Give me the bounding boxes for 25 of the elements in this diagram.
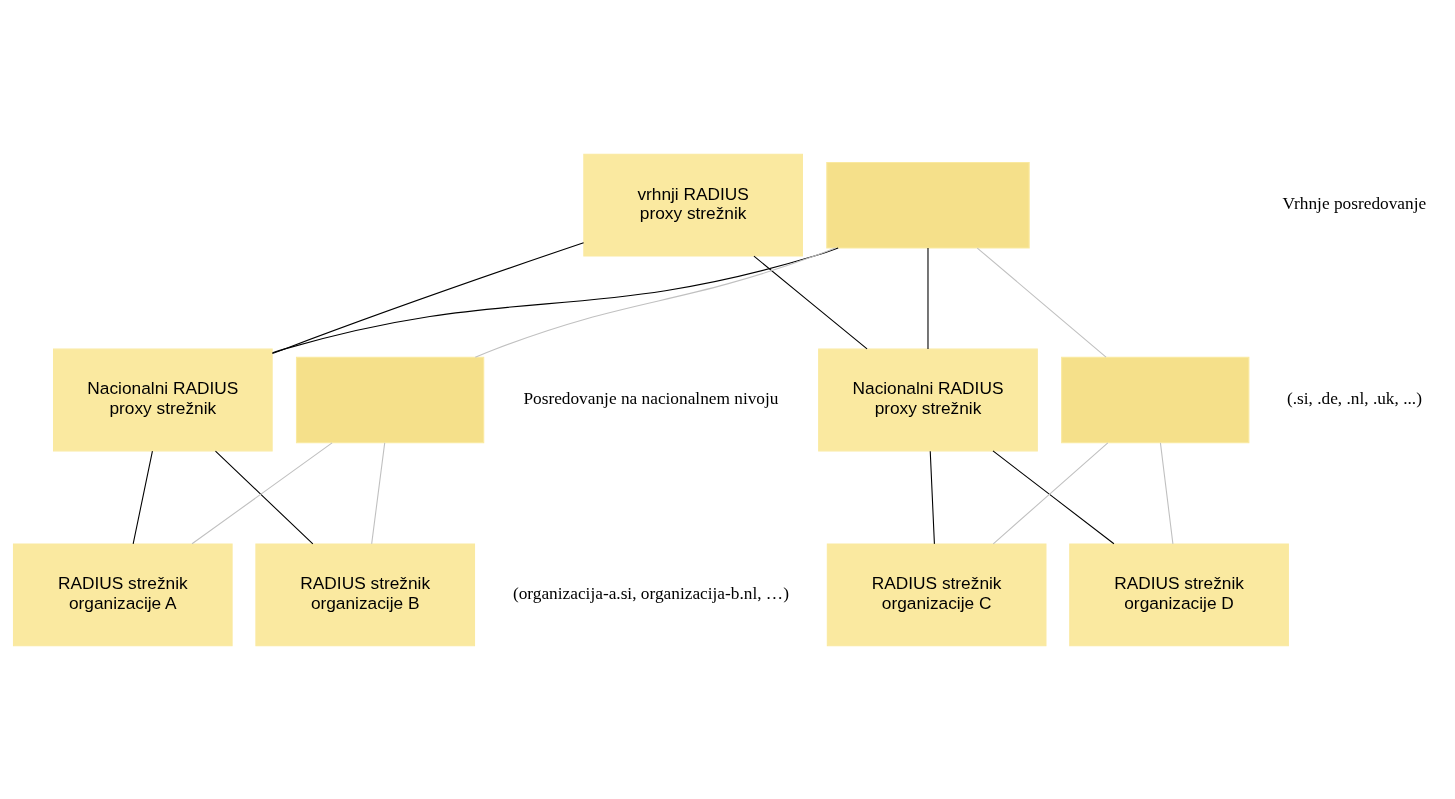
label: Posredovanje na nacionalnem nivoju bbox=[523, 388, 779, 408]
label: (organizacija-a.si, organizacija-b.nl, …) bbox=[512, 583, 789, 603]
node-box: Nacionalni RADIUS proxy strežnik bbox=[53, 348, 273, 451]
connector bbox=[271, 246, 839, 353]
connector bbox=[474, 247, 836, 358]
connector bbox=[132, 450, 153, 544]
node-box bbox=[1061, 356, 1250, 443]
connector bbox=[191, 441, 333, 544]
node-box: RADIUS strežnik organizacije B bbox=[255, 542, 476, 646]
connector bbox=[214, 450, 314, 544]
connector bbox=[929, 450, 935, 544]
node-box: Nacionalni RADIUS proxy strežnik bbox=[818, 348, 1038, 451]
node-box: RADIUS strežnik organizacije A bbox=[12, 542, 233, 646]
connector bbox=[371, 441, 386, 544]
label: Vrhnje posredovanje bbox=[1282, 193, 1427, 213]
connector bbox=[271, 241, 585, 354]
node-box bbox=[826, 161, 1030, 248]
connector bbox=[976, 247, 1107, 358]
node-box: RADIUS strežnik organizacije D bbox=[1069, 542, 1289, 646]
connector bbox=[753, 255, 868, 349]
node-box: RADIUS strežnik organizacije C bbox=[826, 542, 1047, 646]
node-box bbox=[295, 356, 485, 443]
label: (.si, .de, .nl, .uk, ...) bbox=[1286, 388, 1422, 408]
connector bbox=[1159, 441, 1174, 544]
node-box: vrhnji RADIUS proxy strežnik bbox=[583, 153, 803, 257]
